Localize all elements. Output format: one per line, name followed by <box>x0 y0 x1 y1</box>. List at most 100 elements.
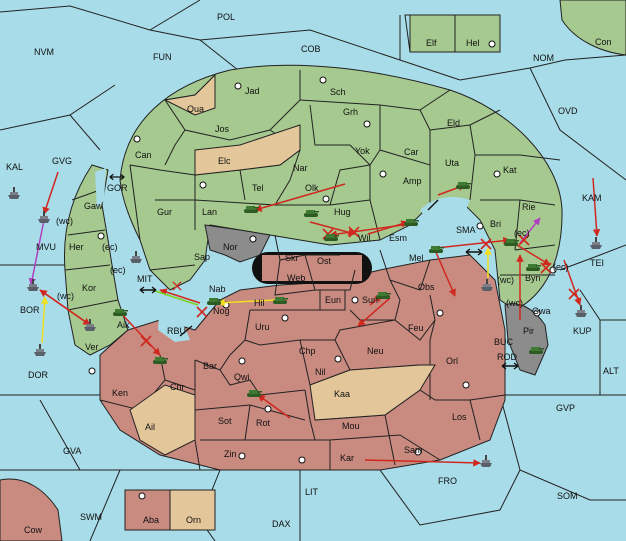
label-her: Her <box>69 242 84 252</box>
label-kat: Kat <box>503 165 517 175</box>
tank-icon <box>207 298 222 305</box>
label-elf: Elf <box>426 38 437 48</box>
label-hel: Hel <box>466 38 480 48</box>
land-nor-impassable <box>204 224 271 263</box>
label-web: Web <box>287 273 305 283</box>
label-cow: Cow <box>24 525 43 535</box>
label-bri: Bri <box>490 219 501 229</box>
tank-icon <box>153 357 168 364</box>
land-elf <box>409 14 456 53</box>
land-north-arc <box>119 64 563 311</box>
label-orn: Orn <box>186 515 201 525</box>
label-dor: DOR <box>28 370 49 380</box>
label-nvm: NVM <box>34 47 54 57</box>
tank-icon <box>304 210 319 217</box>
label-grh: Grh <box>343 107 358 117</box>
label-som: SOM <box>557 491 578 501</box>
label-sap: Sap <box>194 252 210 262</box>
tank-icon <box>429 246 444 253</box>
label-gaw: Gaw <box>84 201 103 211</box>
label-car: Car <box>404 147 419 157</box>
label-nor: Nor <box>223 242 238 252</box>
label-mel: Mel <box>409 253 424 263</box>
label-nar: Nar <box>293 163 308 173</box>
tank-icon <box>529 347 544 354</box>
label-wc-2: (wc) <box>497 275 514 285</box>
label-wc-1: (wc) <box>56 216 73 226</box>
label-aik: Aik <box>117 320 130 330</box>
label-hil: Hil <box>254 298 265 308</box>
tank-icon <box>504 239 519 246</box>
label-mvu: MVU <box>36 242 56 252</box>
label-wc-3: (wc) <box>57 291 74 301</box>
tank-icon <box>376 292 391 299</box>
label-pol: POL <box>217 12 235 22</box>
tank-icon <box>273 297 288 304</box>
tank-icon <box>247 390 262 397</box>
land-south-body <box>99 254 506 471</box>
label-rbu: RBU <box>167 326 186 336</box>
label-qua: Qua <box>187 104 204 114</box>
label-ver: Ver <box>85 342 99 352</box>
land-elc <box>194 124 301 176</box>
label-rot: Rot <box>256 418 271 428</box>
label-yok: Yok <box>355 146 370 156</box>
label-rie: Rie <box>522 202 536 212</box>
label-wil: Wil <box>358 233 371 243</box>
label-can: Can <box>135 150 152 160</box>
label-sch: Sch <box>330 87 346 97</box>
label-buc: BUC <box>494 337 514 347</box>
label-sam: Sam <box>404 445 423 455</box>
label-kal: KAL <box>6 162 23 172</box>
label-sun: Sun <box>362 295 378 305</box>
label-los: Los <box>452 412 467 422</box>
label-kup: KUP <box>573 326 592 336</box>
label-hug: Hug <box>334 207 351 217</box>
label-ken: Ken <box>112 388 128 398</box>
label-jos: Jos <box>215 124 230 134</box>
label-sma: SMA <box>456 225 476 235</box>
label-kar: Kar <box>340 453 354 463</box>
label-eun: Eun <box>325 295 341 305</box>
label-tei: TEI <box>590 258 604 268</box>
label-gur: Gur <box>157 207 172 217</box>
label-tel: Tel <box>252 183 264 193</box>
label-gwa: Gwa <box>532 306 551 316</box>
tank-icon <box>113 309 128 316</box>
label-fun: FUN <box>153 52 172 62</box>
label-ec-4: (ec) <box>553 262 569 272</box>
label-rod: ROD <box>497 352 518 362</box>
tank-icon <box>456 182 471 189</box>
label-bor: BOR <box>20 305 40 315</box>
sea-gor <box>95 168 106 210</box>
label-ec-3: (ec) <box>110 265 126 275</box>
tank-icon <box>244 206 259 213</box>
label-kor: Kor <box>82 283 96 293</box>
label-gvg: GVG <box>52 156 72 166</box>
label-alt: ALT <box>603 366 619 376</box>
label-mit: MIT <box>137 274 153 284</box>
label-swm: SWM <box>80 512 102 522</box>
label-fro: FRO <box>438 476 457 486</box>
double-arrow-icon <box>179 325 193 337</box>
label-esm: Esm <box>389 233 407 243</box>
label-cob: COB <box>301 44 321 54</box>
label-nab: Nab <box>209 284 226 294</box>
order-arrows <box>28 171 601 467</box>
label-nom: NOM <box>533 53 554 63</box>
adjacency-markers <box>109 173 519 370</box>
label-bar: Bar <box>203 361 217 371</box>
land-cow <box>0 478 63 541</box>
region-labels: POL COB NVM FUN NOM Con OVD KAL GVG MVU … <box>6 12 619 535</box>
label-ail: Ail <box>145 422 155 432</box>
land-kaa <box>309 364 436 421</box>
label-orl: Orl <box>446 356 458 366</box>
label-sot: Sot <box>218 416 232 426</box>
strait-inner <box>262 255 362 281</box>
double-arrow-icon <box>427 199 439 211</box>
label-feu: Feu <box>408 323 424 333</box>
label-skr: Skr <box>285 253 299 263</box>
label-ost: Ost <box>317 256 332 266</box>
